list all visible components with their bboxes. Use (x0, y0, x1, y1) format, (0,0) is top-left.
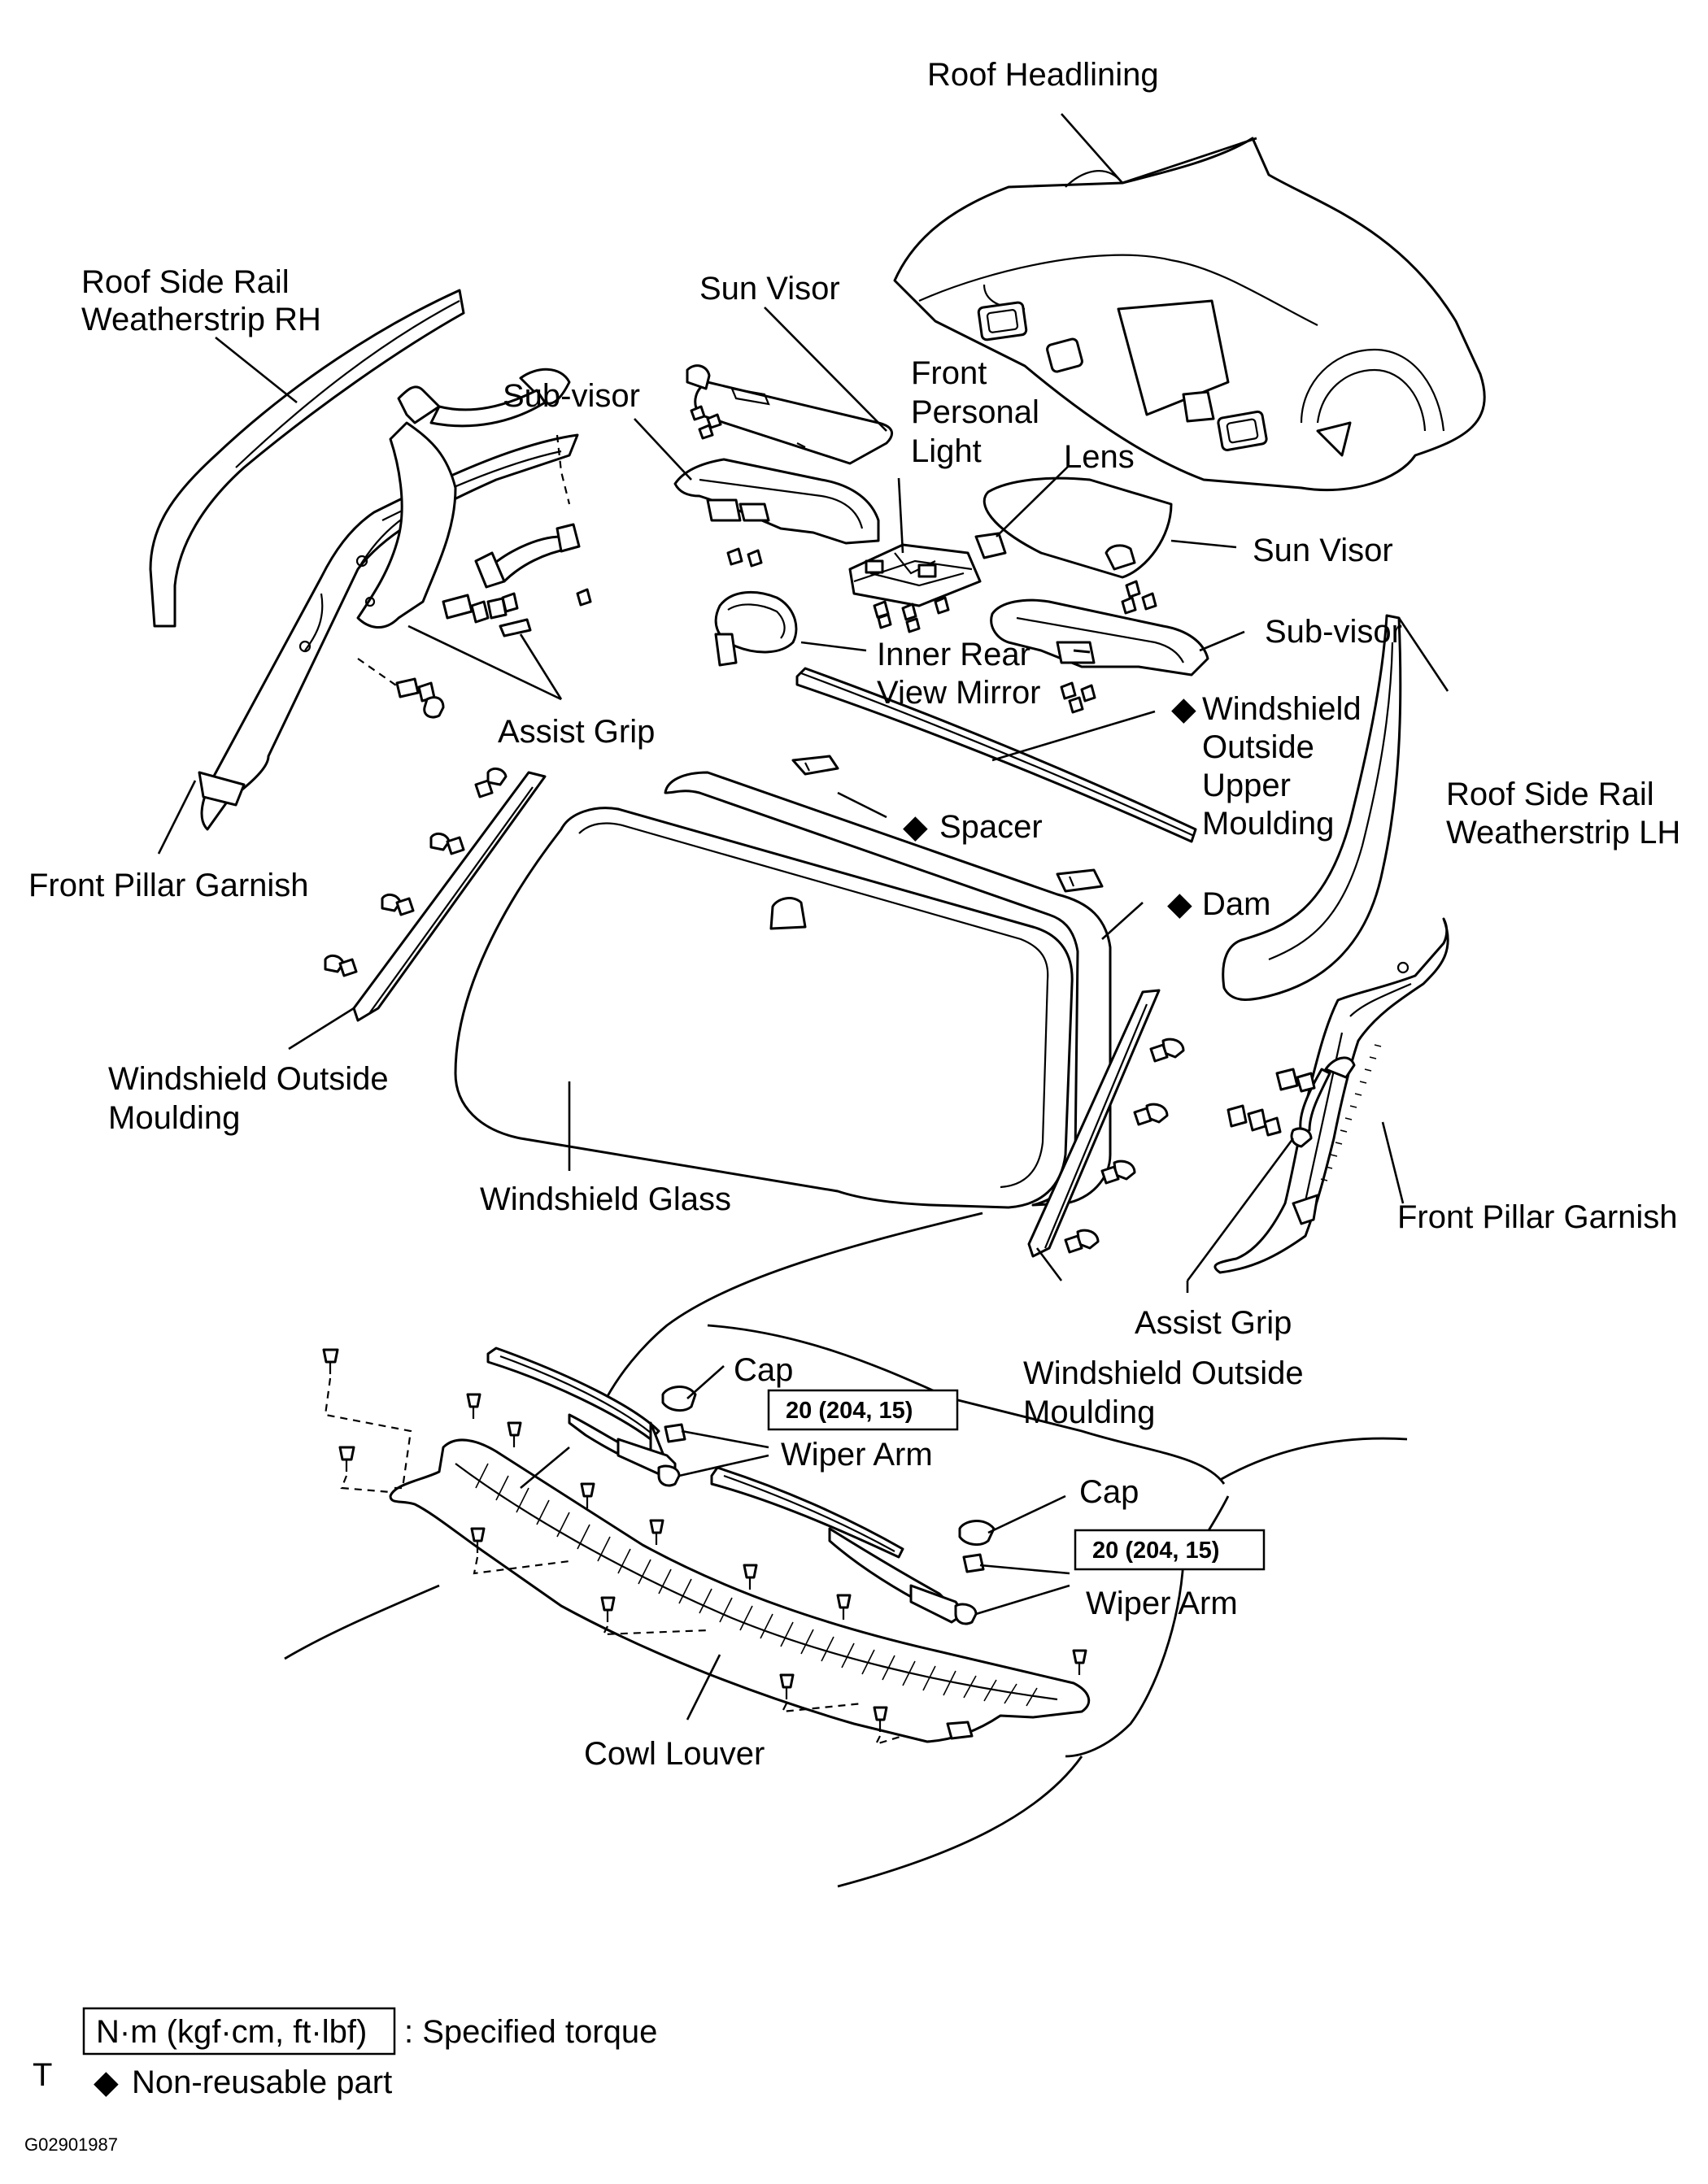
label-cap-2: Cap (1079, 1474, 1139, 1510)
legend-torque-unit: N·m (kgf·cm, ft·lbf) (96, 2014, 367, 2050)
label-wiper-arm-1: Wiper Arm (781, 1437, 933, 1473)
label-assist-grip-right: Assist Grip (1135, 1305, 1292, 1341)
label-upper-moulding-3: Upper (1202, 768, 1291, 803)
roof-side-rail-weatherstrip-lh (1222, 614, 1402, 1001)
leader-lines (157, 113, 1449, 1721)
caps-and-nuts (661, 1386, 996, 1573)
label-wiper-arm-2: Wiper Arm (1086, 1586, 1238, 1621)
torque-value-1: 20 (204, 15) (786, 1398, 913, 1424)
cowl-louver (389, 1438, 1091, 1743)
label-sun-visor-upper: Sun Visor (699, 271, 840, 307)
label-front-pillar-garnish-right: Front Pillar Garnish (1397, 1199, 1678, 1235)
label-upper-moulding-4: Moulding (1202, 806, 1334, 842)
assist-grip-left (356, 368, 571, 629)
torque-value-2: 20 (204, 15) (1092, 1538, 1219, 1564)
vehicle-body-outline (284, 1212, 1408, 1888)
windshield-glass (454, 807, 1074, 1209)
legend-non-reusable-symbol: ◆ (94, 2064, 119, 2100)
legend-non-reusable-desc: Non-reusable part (132, 2064, 392, 2100)
label-ws-outside-moulding-left-1: Windshield Outside (108, 1061, 389, 1097)
screws-left-grip (357, 434, 592, 719)
non-reusable-mark-upper-moulding: ◆ (1171, 691, 1196, 727)
label-roof-side-rail-rh-2: Weatherstrip RH (81, 302, 321, 337)
legend-mark-t: T (33, 2057, 52, 2093)
wiper-arm-2 (710, 1466, 978, 1625)
roof-headlining (893, 137, 1486, 492)
figure-code: G02901987 (24, 2134, 118, 2155)
torque-spec-1: 20 (204, 15) (767, 1389, 959, 1431)
label-roof-side-rail-rh-1: Roof Side Rail (81, 264, 290, 300)
label-ws-outside-moulding-right-2: Moulding (1023, 1394, 1155, 1430)
label-dam: Dam (1202, 886, 1270, 922)
label-ws-outside-moulding-right-1: Windshield Outside (1023, 1355, 1304, 1391)
lens (974, 532, 1007, 559)
windshield-outside-upper-moulding (795, 667, 1197, 843)
label-ws-outside-moulding-left-2: Moulding (108, 1100, 240, 1136)
legend-torque-desc: : Specified torque (404, 2014, 657, 2050)
label-lens: Lens (1064, 439, 1135, 475)
cowl-clips (322, 1348, 1087, 1746)
wiper-arm-1 (486, 1347, 681, 1487)
label-inner-mirror-1: Inner Rear (877, 637, 1030, 672)
inner-rear-view-mirror (714, 590, 798, 667)
spacer-parts (791, 755, 1104, 893)
front-personal-light (848, 543, 982, 633)
sun-visor-lower (983, 476, 1173, 615)
label-roof-side-rail-lh-2: Weatherstrip LH (1446, 815, 1680, 851)
windshield-outside-moulding-left (324, 767, 547, 1022)
label-sub-visor-lower: Sub-visor (1265, 614, 1402, 650)
label-sub-visor-upper: Sub-visor (503, 378, 640, 414)
front-pillar-garnish-left (198, 433, 579, 831)
label-spacer: Spacer (939, 809, 1043, 845)
label-front-pillar-garnish-left: Front Pillar Garnish (28, 868, 309, 903)
sun-visor-upper (686, 364, 893, 465)
label-sun-visor-lower: Sun Visor (1253, 533, 1393, 568)
label-front-personal-light-3: Light (911, 433, 982, 469)
non-reusable-mark-dam: ◆ (1167, 886, 1192, 922)
windshield-outside-moulding-right (1027, 989, 1185, 1258)
assist-grip-right (1227, 1056, 1356, 1148)
label-roof-headlining: Roof Headlining (927, 57, 1159, 93)
label-front-personal-light-1: Front (911, 355, 987, 391)
legend: N·m (kgf·cm, ft·lbf) : Specified torque … (24, 2007, 657, 2155)
assist-grip-left-handle (474, 523, 581, 589)
label-upper-moulding-2: Outside (1202, 729, 1314, 765)
labels: Roof Headlining Roof Side Rail Weatherst… (28, 57, 1680, 1772)
non-reusable-mark-spacer: ◆ (903, 809, 928, 845)
label-roof-side-rail-lh-1: Roof Side Rail (1446, 777, 1654, 812)
label-cap-1: Cap (734, 1352, 793, 1388)
sub-visor-lower (990, 598, 1209, 714)
label-windshield-glass: Windshield Glass (480, 1181, 731, 1217)
label-cowl-louver: Cowl Louver (584, 1736, 765, 1772)
front-pillar-garnish-right (1213, 917, 1449, 1274)
label-inner-mirror-2: View Mirror (877, 675, 1041, 711)
torque-spec-2: 20 (204, 15) (1074, 1529, 1266, 1571)
sub-visor-upper (673, 458, 880, 568)
label-front-personal-light-2: Personal (911, 394, 1039, 430)
label-upper-moulding-1: Windshield (1202, 691, 1362, 727)
roof-side-rail-weatherstrip-rh (149, 289, 465, 628)
label-assist-grip-left: Assist Grip (498, 714, 655, 750)
